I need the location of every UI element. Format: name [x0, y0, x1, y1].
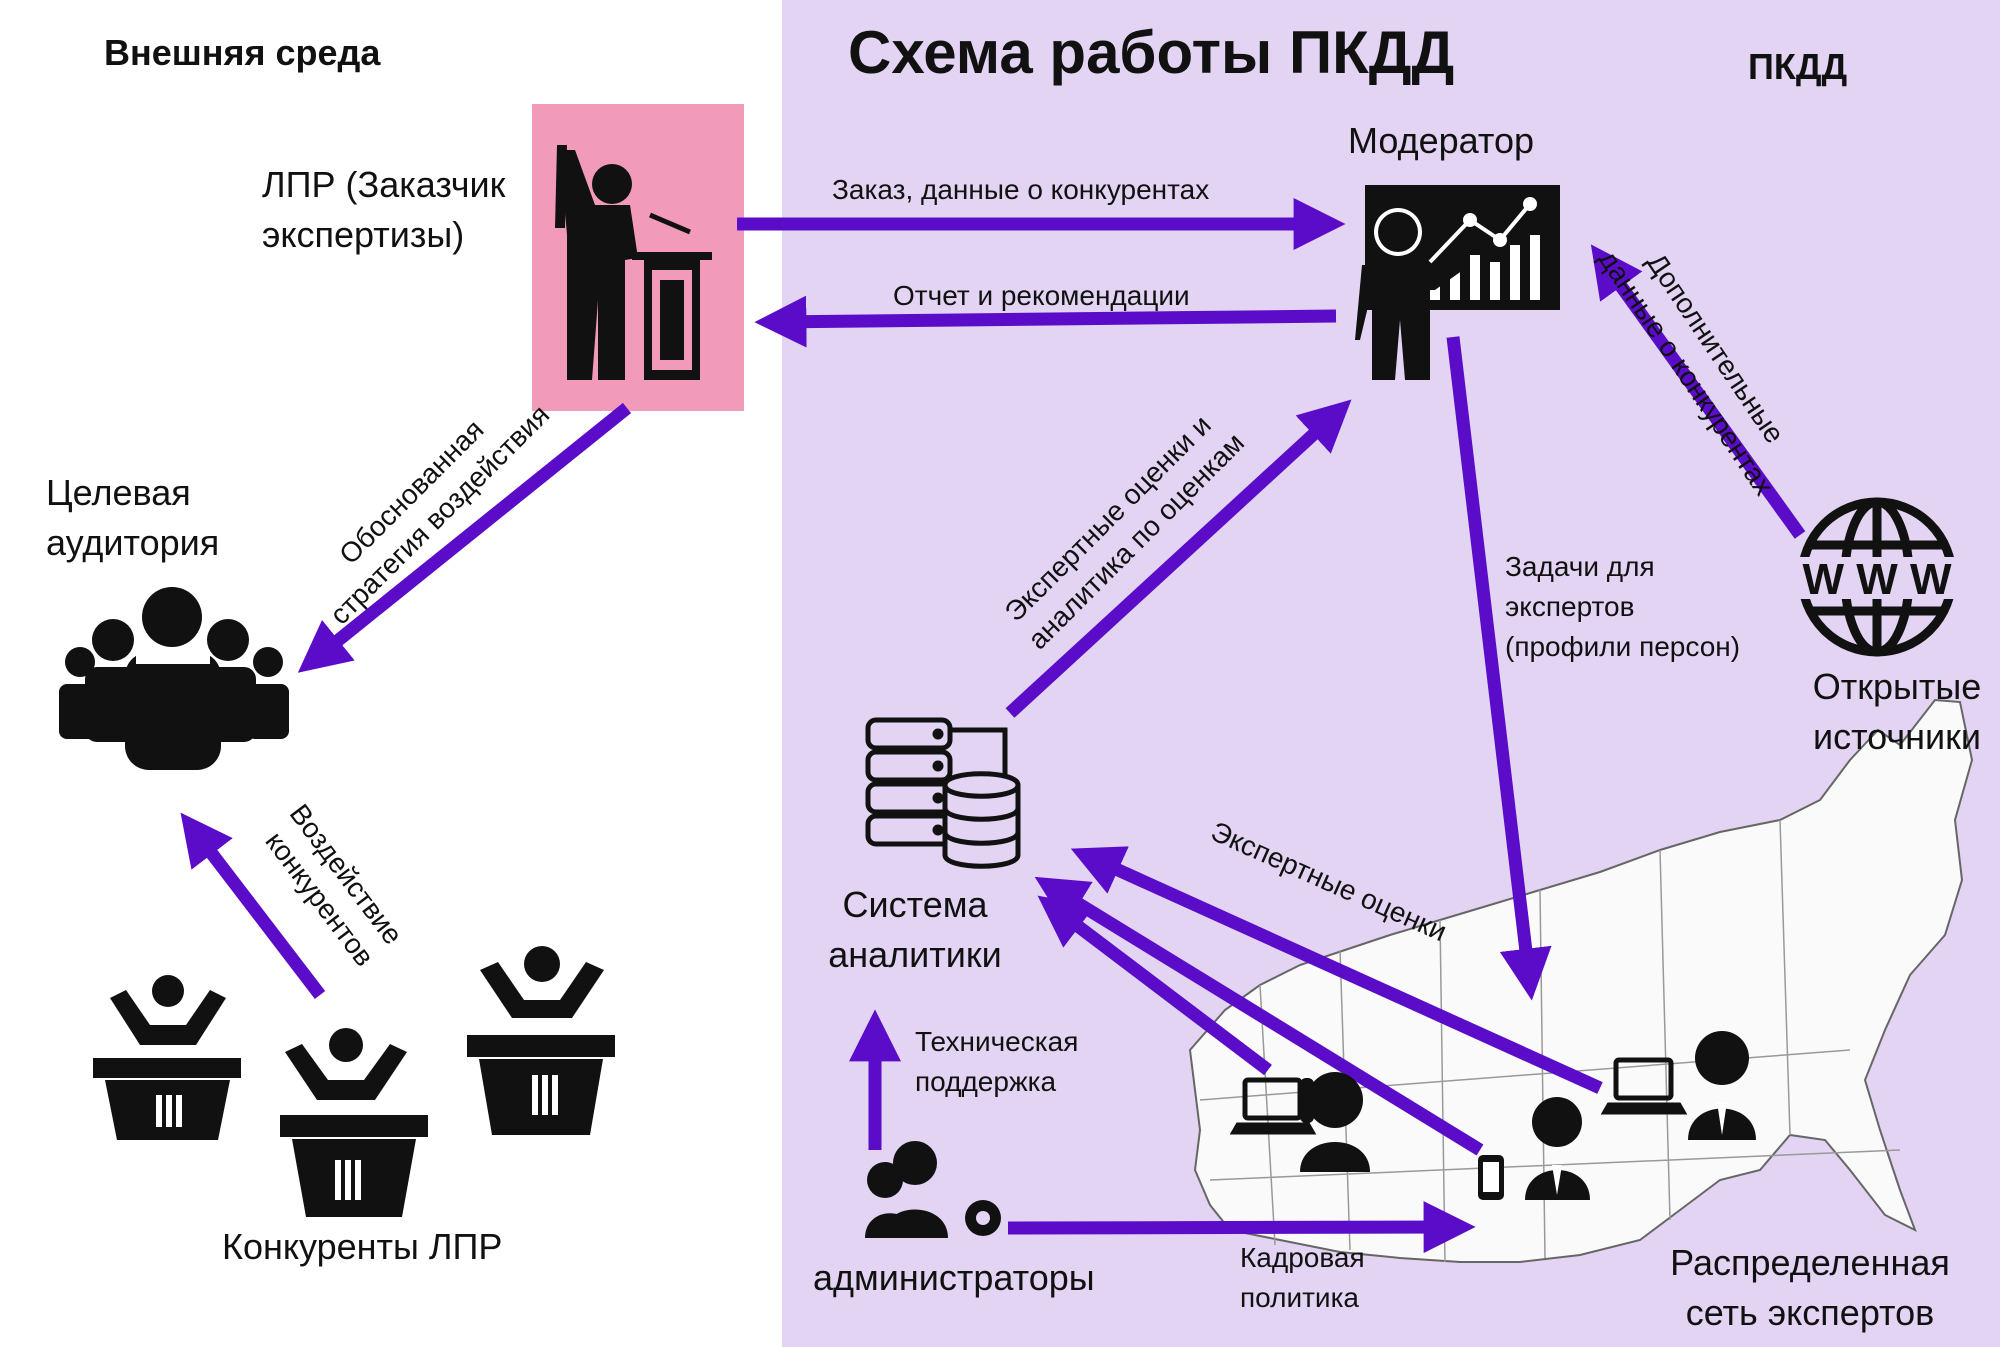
zone-label-external: Внешняя среда — [104, 32, 381, 73]
competitor-podium-icon — [93, 975, 241, 1140]
arrow-extra-data — [1590, 244, 1806, 539]
presenter-with-chart-icon — [1355, 185, 1560, 380]
audience-group-icon — [59, 587, 289, 770]
arrow-expert-phone — [1034, 876, 1484, 1156]
server-database-icon — [865, 717, 1021, 869]
edge-label-order: Заказ, данные о конкурентах — [832, 174, 1210, 205]
node-label-competitors: Конкуренты ЛПР — [222, 1226, 503, 1267]
businessman-icon — [1688, 1031, 1756, 1140]
laptop-icon — [1600, 1057, 1688, 1115]
arrow-tasks — [1446, 336, 1552, 1001]
arrow-report — [754, 295, 1337, 348]
competitor-podium-icon — [280, 1028, 428, 1217]
svg-text:W W W: W W W — [1802, 555, 1952, 604]
node-label-admins: администраторы — [813, 1257, 1095, 1298]
russia-map-icon — [1188, 698, 1974, 1263]
phone-icon — [1478, 1155, 1504, 1200]
arrow-strategy — [297, 402, 632, 673]
www-globe-icon: W W W — [1795, 497, 1959, 657]
zone-label-pkdd: ПКДД — [1748, 46, 1848, 87]
competitor-podium-icon — [467, 946, 615, 1135]
page-title: Схема работы ПКДД — [848, 19, 1455, 86]
arrow-expert-woman — [1037, 895, 1272, 1076]
arrow-expert-assess-analytics — [1005, 399, 1352, 718]
arrow-competitor-impact — [180, 812, 326, 999]
edge-arrows — [180, 198, 1806, 1254]
edge-label-report: Отчет и рекомендации — [893, 280, 1190, 311]
businessman-icon — [1525, 1097, 1590, 1200]
arrow-expert-assess — [1070, 846, 1603, 1094]
arrow-hr-policy — [1007, 1201, 1476, 1254]
admin-gear-icon — [865, 1141, 1001, 1238]
woman-headset-icon — [1300, 1072, 1370, 1172]
node-label-moderator: Модератор — [1348, 120, 1535, 161]
speaker-at-podium-icon — [555, 145, 712, 380]
